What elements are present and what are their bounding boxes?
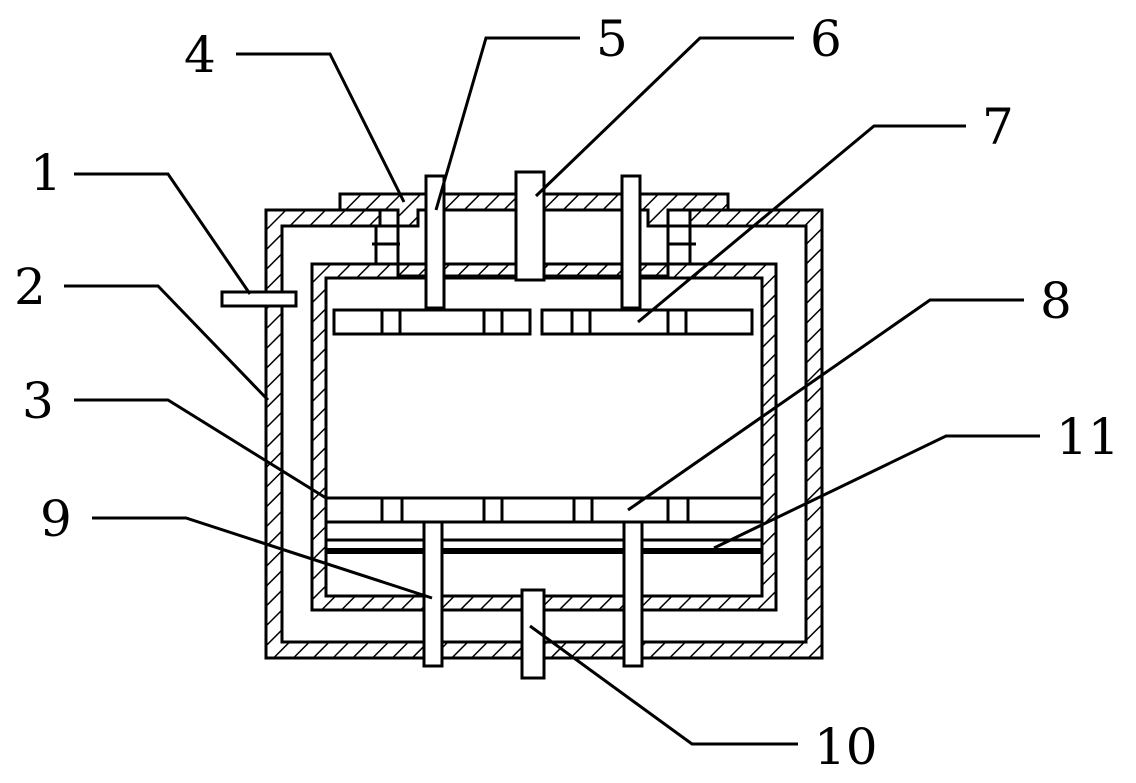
- label-8: 8: [1040, 272, 1072, 330]
- leader-3: [74, 400, 326, 498]
- leader-1: [74, 174, 250, 294]
- label-3: 3: [22, 372, 54, 430]
- side-port: [222, 292, 296, 306]
- lower-plate: [326, 498, 762, 522]
- leader-9: [92, 518, 432, 598]
- lower-plate-body: [326, 498, 762, 522]
- leader-lines: [64, 38, 1040, 744]
- leader-4: [236, 54, 404, 202]
- label-10: 10: [814, 718, 878, 776]
- membrane-layer: [326, 548, 762, 554]
- top-shaft-right: [622, 176, 640, 308]
- label-1: 1: [30, 144, 62, 202]
- label-6: 6: [810, 10, 842, 68]
- label-7: 7: [982, 98, 1014, 156]
- leader-5: [436, 38, 580, 210]
- label-4: 4: [184, 26, 216, 84]
- top-center-plug: [516, 172, 544, 280]
- label-9: 9: [40, 490, 72, 548]
- label-2: 2: [14, 258, 46, 316]
- label-5: 5: [596, 10, 628, 68]
- upper-plates: [334, 310, 752, 334]
- leader-6: [536, 38, 794, 196]
- label-11: 11: [1056, 408, 1120, 466]
- bottom-shaft-right: [624, 522, 642, 666]
- bottom-shaft-left: [424, 522, 442, 666]
